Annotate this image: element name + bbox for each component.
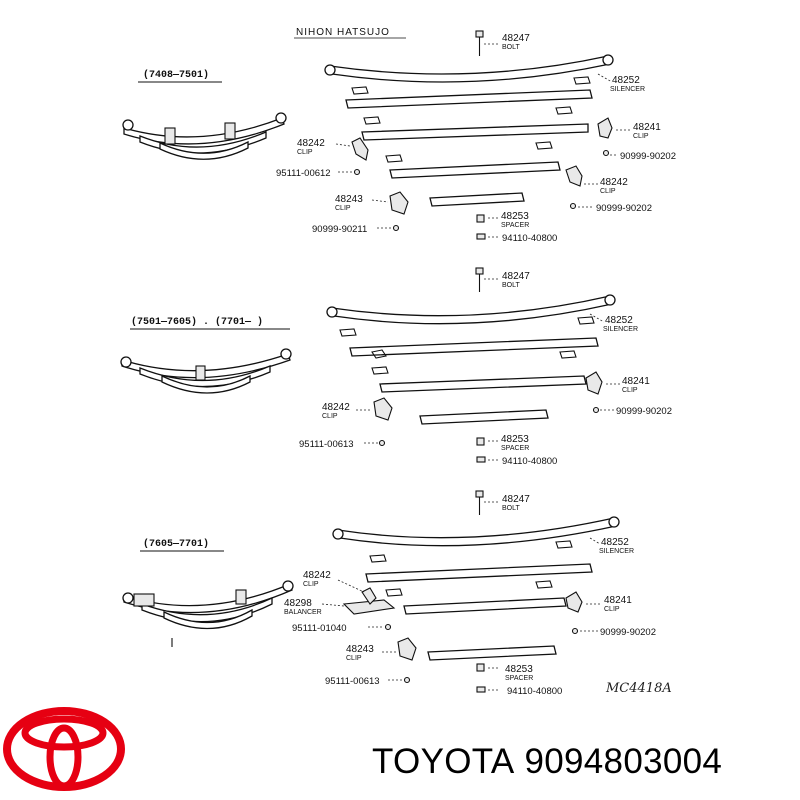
label-48298-3: 48298 — [284, 598, 312, 609]
spring-leaves-1 — [324, 54, 614, 207]
spring-assembly-thumbnail-1 — [122, 112, 287, 160]
label-48242-2: 48242 — [322, 402, 350, 413]
clip-48243-1 — [389, 191, 409, 215]
label-90999-90202-a-1: 90999-90202 — [620, 151, 676, 162]
diagram-ref-code: MC4418A — [605, 681, 672, 696]
label-clip-48243-1: CLIP — [335, 205, 351, 212]
spacer-48253-2 — [476, 437, 485, 446]
spring-assembly-thumbnail-3 — [122, 580, 294, 630]
label-90999-90202-2: 90999-90202 — [616, 406, 672, 417]
label-48247-1: 48247 — [502, 33, 530, 44]
label-48252-3: 48252 — [601, 537, 629, 548]
label-95111-00613-2: 95111-00613 — [299, 439, 354, 450]
clip-48243-3 — [397, 637, 417, 661]
label-silencer-1: SILENCER — [610, 86, 645, 93]
spacer-48253-3 — [476, 663, 485, 672]
section-3-range: (7605—7701) — [143, 538, 209, 550]
label-spacer-1: SPACER — [501, 222, 529, 229]
label-spacer-3: SPACER — [505, 675, 533, 682]
label-48253-2: 48253 — [501, 434, 529, 445]
label-48241-3: 48241 — [604, 595, 632, 606]
clip-48242-2 — [373, 397, 393, 421]
label-48247-3: 48247 — [502, 494, 530, 505]
section-2-range: (7501—7605) . (7701— ) — [131, 316, 263, 328]
label-bolt-2: BOLT — [502, 282, 520, 289]
label-48252-2: 48252 — [605, 315, 633, 326]
spring-leaves-2 — [326, 294, 616, 425]
label-clip-48242-r-1: CLIP — [600, 188, 616, 195]
spring-assembly-thumbnail-2 — [120, 348, 292, 394]
label-clip-48241-3: CLIP — [604, 606, 620, 613]
section-1-range: (7408—7501) — [143, 69, 209, 81]
label-48242-3: 48242 — [303, 570, 331, 581]
label-48253-1: 48253 — [501, 211, 529, 222]
label-90999-90211-1: 90999-90211 — [312, 224, 367, 235]
nut-94110-2 — [476, 456, 486, 463]
label-48252-1: 48252 — [612, 75, 640, 86]
label-clip-48241-1: CLIP — [633, 133, 649, 140]
label-silencer-3: SILENCER — [599, 548, 634, 555]
label-95111-00612-1: 95111-00612 — [276, 168, 331, 179]
center-bolt-1 — [475, 30, 484, 56]
label-bolt-3: BOLT — [502, 505, 520, 512]
label-spacer-2: SPACER — [501, 445, 529, 452]
label-95111-01040-3: 95111-01040 — [292, 623, 347, 634]
toyota-logo — [3, 707, 125, 791]
footer-part-number: 9094803004 — [524, 742, 723, 781]
nut-94110-3 — [476, 686, 486, 693]
clip-48241-3 — [565, 591, 583, 613]
clip-48242-l-1 — [351, 137, 369, 161]
clip-48241-2 — [585, 371, 603, 395]
section-3: (7605—7701) — [122, 490, 656, 697]
label-clip-48243-3: CLIP — [346, 655, 362, 662]
label-48241-2: 48241 — [622, 376, 650, 387]
label-94110-40800-1: 94110-40800 — [502, 233, 557, 244]
footer-part-title: TOYOTA 9094803004 — [372, 742, 722, 782]
label-clip-48242-2: CLIP — [322, 413, 338, 420]
label-48243-3: 48243 — [346, 644, 374, 655]
footer-brand: TOYOTA — [372, 742, 515, 781]
spacer-48253-1 — [476, 214, 485, 223]
clip-48241-1 — [597, 117, 613, 139]
label-48253-3: 48253 — [505, 664, 533, 675]
label-clip-48242-l-1: CLIP — [297, 149, 313, 156]
label-clip-48241-2: CLIP — [622, 387, 638, 394]
label-silencer-2: SILENCER — [603, 326, 638, 333]
label-94110-40800-2: 94110-40800 — [502, 456, 557, 467]
label-48241-1: 48241 — [633, 122, 661, 133]
label-48242-l-1: 48242 — [297, 138, 325, 149]
label-95111-00613-3: 95111-00613 — [325, 676, 380, 687]
label-balancer-3: BALANCER — [284, 609, 322, 616]
label-94110-40800-3: 94110-40800 — [507, 686, 562, 697]
spring-leaves-3 — [332, 516, 620, 661]
label-90999-90202-b-1: 90999-90202 — [596, 203, 652, 214]
center-bolt-3 — [475, 490, 484, 515]
label-bolt-1: BOLT — [502, 44, 520, 51]
nut-94110-1 — [476, 233, 486, 240]
section-1: (7408—7501) — [122, 30, 676, 244]
label-48242-r-1: 48242 — [600, 177, 628, 188]
label-48243-1: 48243 — [335, 194, 363, 205]
label-48247-2: 48247 — [502, 271, 530, 282]
manufacturer-label: NIHON HATSUJO — [296, 27, 390, 38]
clip-48242-3 — [361, 587, 377, 605]
label-clip-48242-3: CLIP — [303, 581, 319, 588]
label-90999-90202-3: 90999-90202 — [600, 627, 656, 638]
section-2: (7501—7605) . (7701— ) — [120, 267, 672, 467]
clip-48242-r-1 — [565, 165, 583, 187]
center-bolt-2 — [475, 267, 484, 292]
